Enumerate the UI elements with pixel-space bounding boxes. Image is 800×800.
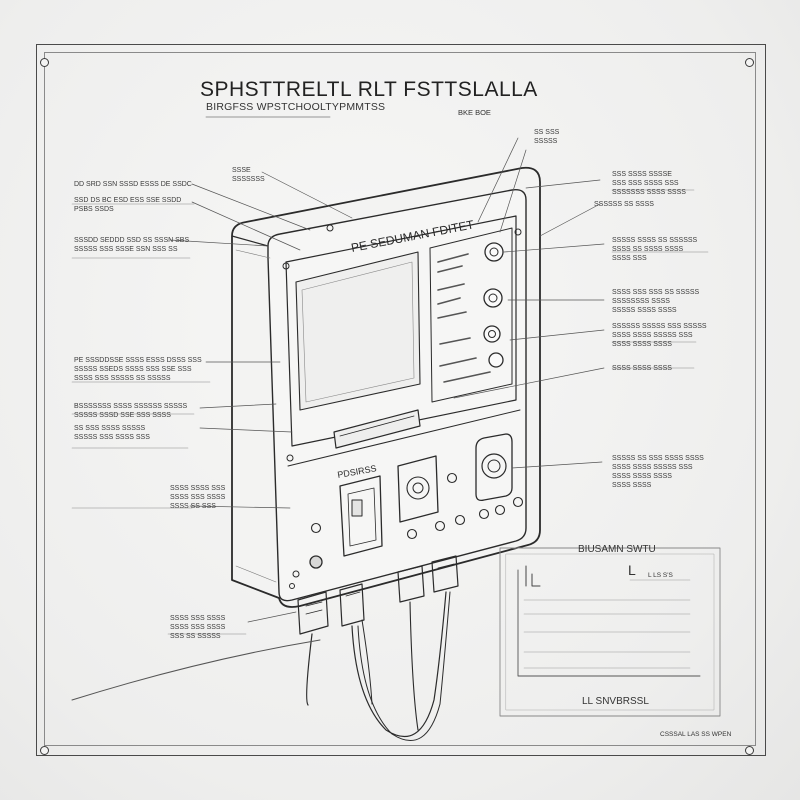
corner-rivet-icon xyxy=(745,746,754,755)
corner-rivet-icon xyxy=(745,58,754,67)
sheet-outer-border xyxy=(36,44,766,756)
annotation-right-7: SSSSS SS SSS SSSS SSSS SSSS SSSS SSSSS S… xyxy=(612,455,704,489)
annotation-right-6: SSSS SSSS SSSS xyxy=(612,365,672,372)
annotation-left-3: SSSDD SEDDD SSD SS SSSN SBS SSSSS SSS SS… xyxy=(74,237,190,253)
corner-rivet-icon xyxy=(40,58,49,67)
annotation-left-5: BSSSSSSS SSSS SSSSSS SSSSS SSSSS SSSD SS… xyxy=(74,403,188,419)
sheet-inner-border xyxy=(44,52,756,746)
drawing-subtitle: BIRGFSS WPSTCHOOLTYPMMTSS xyxy=(206,101,386,113)
inset-mid-label: L xyxy=(628,562,636,578)
annotation-top-2: SS SSS SSSSS xyxy=(534,129,560,145)
title-tag: BKE BOE xyxy=(458,108,491,117)
bottom-note: CSSSAL LAS SS WPEN xyxy=(660,731,732,738)
drawing-title: SPHSTTRELTL RLT FSTTSLALLA xyxy=(200,78,538,101)
inset-footer: LL SNVBRSSL xyxy=(582,696,649,707)
inset-small-label: L LS S'S xyxy=(648,572,673,579)
annotation-left-4: PE SSSDDSSE SSSS ESSS DSSS SSS SSSSS SSE… xyxy=(74,357,202,382)
annotation-right-5: SSSSSS SSSSS SSS SSSSS SSSS SSSS SSSSS S… xyxy=(612,323,707,348)
annotation-right-3: SSSSS SSSS SS SSSSSS SSSS SS SSSS SSSS S… xyxy=(612,237,698,262)
annotation-top-1: SSSE SSSSSSS xyxy=(232,167,265,183)
annotation-right-1: SSS SSSS SSSSE SSS SSS SSSS SSS SSSSSSS … xyxy=(612,171,686,196)
annotation-left-1: DD SRD SSN SSSD ESSS DE SSDC xyxy=(74,181,192,188)
corner-rivet-icon xyxy=(40,746,49,755)
annotation-left-6: SS SSS SSSS SSSSS SSSSS SSS SSSS SSS xyxy=(74,425,150,441)
inset-title: BIUSAMN SWTU xyxy=(578,544,656,555)
annotation-left-8: SSSS SSS SSSS SSSS SSS SSSS SSS SS SSSSS xyxy=(170,615,226,640)
annotation-left-2: SSD DS BC ESD ESS SSE SSDD PSBS SSDS xyxy=(74,197,182,213)
annotation-left-7: SSSS SSSS SSS SSSS SSS SSSS SSSS SS SSS xyxy=(170,485,226,510)
annotation-right-4: SSSS SSS SSS SS SSSSS SSSSSSSS SSSS SSSS… xyxy=(612,289,700,314)
annotation-right-2: SSSSSS SS SSSS xyxy=(594,201,654,208)
